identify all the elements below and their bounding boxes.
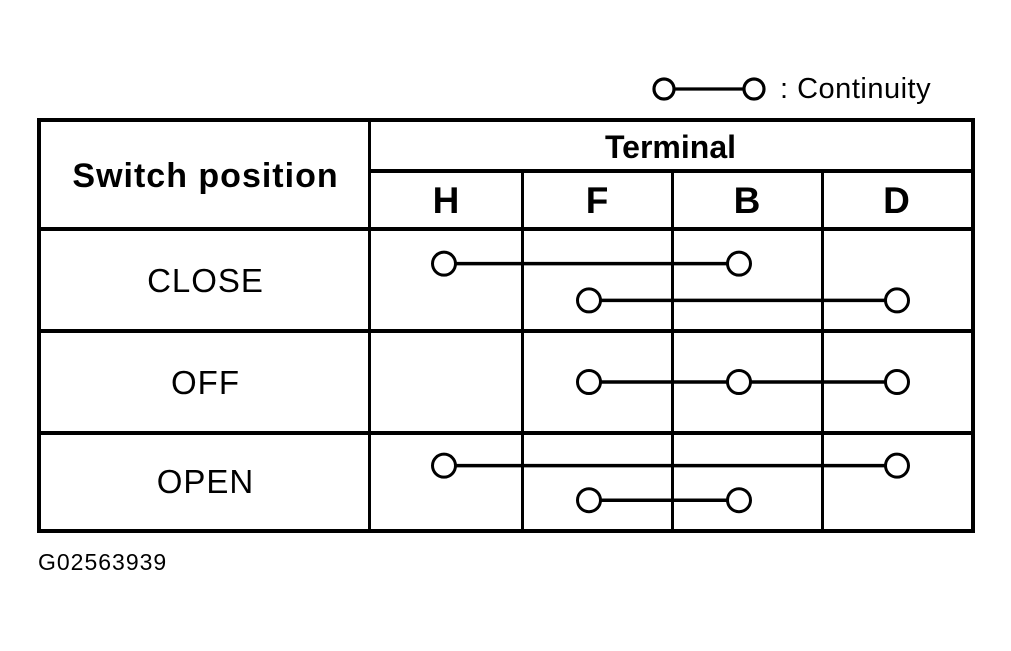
row-label-close: CLOSE: [41, 229, 370, 331]
terminal-circle-d: [884, 452, 910, 479]
switch-position-label: OPEN: [156, 462, 255, 500]
terminal-header-d: D: [822, 171, 971, 229]
corner-header-cell: Switch position: [41, 122, 370, 229]
header-bottom-divider: [41, 227, 971, 231]
terminal-label-d: D: [883, 179, 910, 221]
terminal-circle-h: [431, 250, 457, 277]
terminal-circle-b: [726, 369, 752, 395]
terminal-label-f: F: [585, 179, 609, 221]
switch-position-label: OFF: [171, 363, 240, 401]
continuity-legend: : Continuity: [650, 69, 931, 109]
terminal-group-header-label: Terminal: [605, 128, 736, 165]
terminal-group-header-cell: Terminal: [370, 122, 971, 171]
column-divider: [821, 171, 824, 529]
terminal-header-h: H: [370, 171, 522, 229]
terminal-circle-d: [884, 287, 910, 314]
terminal-circle-h: [431, 452, 457, 479]
terminal-circle-f: [576, 369, 602, 395]
figure-id: G02563939: [38, 549, 168, 575]
terminal-circle-f: [576, 287, 602, 314]
row-label-open: OPEN: [41, 433, 370, 529]
terminal-circle-b: [726, 487, 752, 514]
continuity-symbol-icon: [652, 77, 766, 101]
terminal-header-f: F: [522, 171, 672, 229]
continuity-table: Switch position Terminal H F B D CLOSE O…: [37, 118, 975, 533]
column-divider: [671, 171, 674, 529]
terminal-label-b: B: [733, 179, 761, 221]
terminal-circle-f: [576, 487, 602, 514]
row-divider: [41, 329, 971, 333]
row-label-off: OFF: [41, 331, 370, 433]
terminal-circle-b: [726, 250, 752, 277]
terminal-header-underline: [370, 169, 971, 173]
column-divider: [368, 122, 371, 529]
corner-header-label: Switch position: [72, 156, 339, 195]
terminal-header-b: B: [672, 171, 822, 229]
row-divider: [41, 431, 971, 435]
switch-position-label: CLOSE: [147, 261, 264, 299]
terminal-label-h: H: [432, 179, 460, 221]
legend-label: : Continuity: [780, 72, 932, 105]
terminal-circle-d: [884, 369, 910, 395]
column-divider: [521, 171, 524, 529]
